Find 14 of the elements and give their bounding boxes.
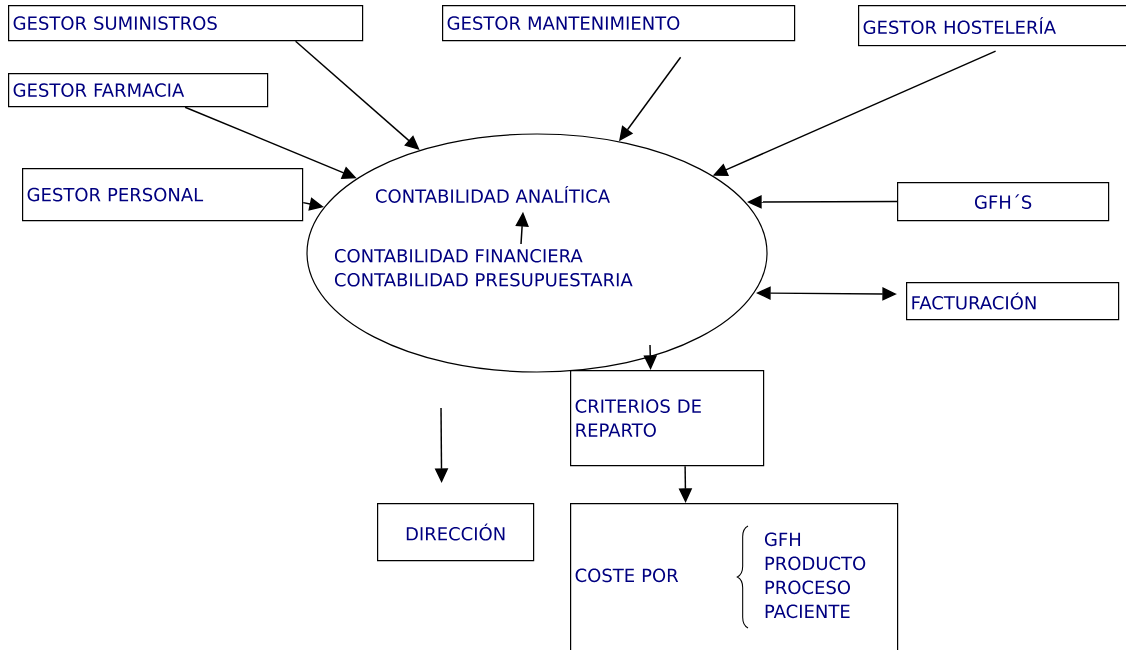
process-box: GESTOR PERSONAL bbox=[22, 168, 304, 222]
process-box: GESTOR HOSTELERÍA bbox=[858, 5, 1126, 47]
process-box: CRITERIOS DE REPARTO bbox=[570, 370, 765, 467]
process-box: FACTURACIÓN bbox=[906, 282, 1120, 321]
text-label: CONTABILIDAD FINANCIERA CONTABILIDAD PRESUPUESTARIA bbox=[334, 248, 633, 287]
process-box: GESTOR SUMINISTROS bbox=[8, 5, 364, 42]
process-ellipse bbox=[306, 133, 768, 373]
process-box: GFH´S bbox=[897, 182, 1110, 222]
process-box: DIRECCIÓN bbox=[377, 503, 535, 562]
text-label: CONTABILIDAD ANALÍTICA bbox=[375, 185, 610, 203]
process-box: GESTOR MANTENIMIENTO bbox=[442, 5, 796, 42]
arrow bbox=[294, 40, 420, 150]
process-box: GESTOR FARMACIA bbox=[8, 73, 269, 108]
process-box: COSTE POR GFH PRODUCTO PROCESO PACIENTE bbox=[570, 503, 899, 650]
